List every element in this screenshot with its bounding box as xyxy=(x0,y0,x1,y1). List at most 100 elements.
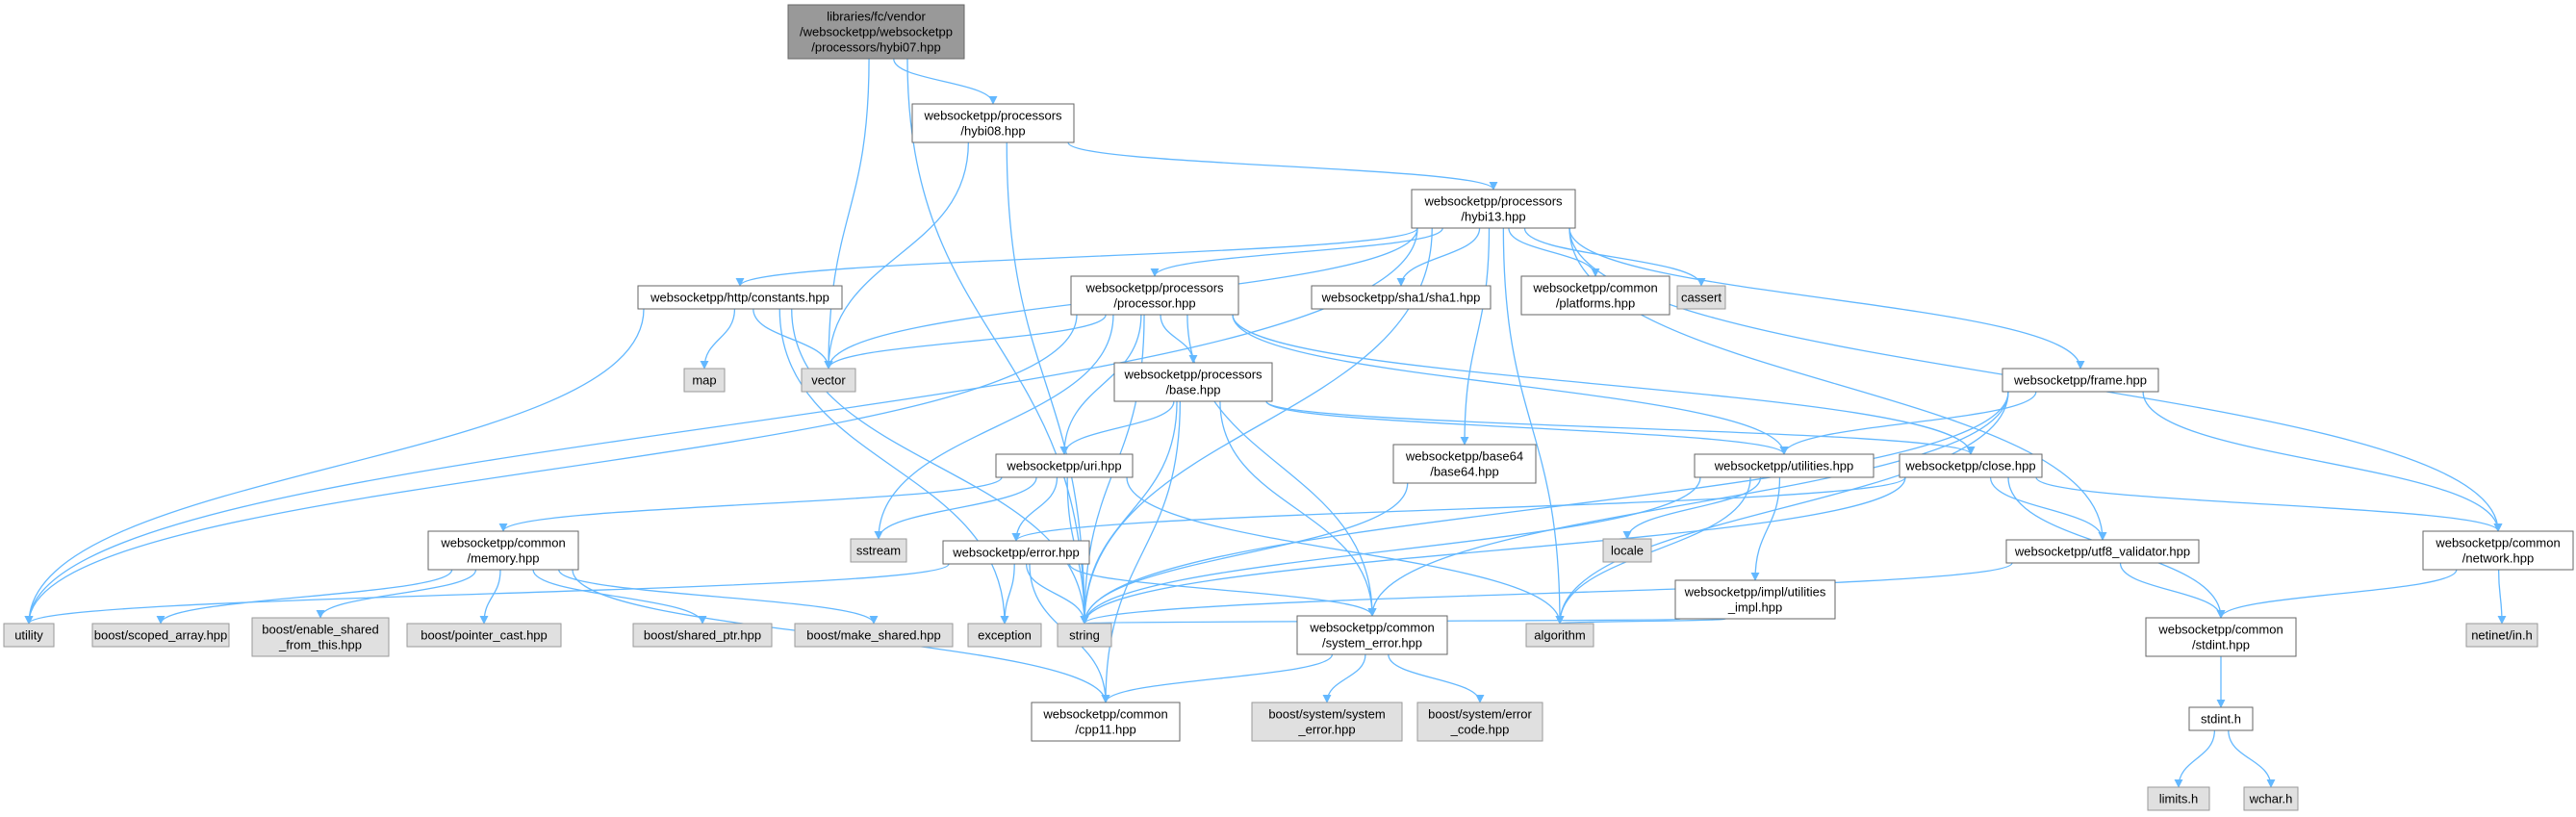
node-platforms[interactable]: websocketpp/common/platforms.hpp xyxy=(1520,275,1671,316)
node-stdint-hpp[interactable]: websocketpp/common/stdint.hpp xyxy=(2145,617,2297,657)
node-label-line: libraries/fc/vendor xyxy=(827,10,926,24)
node-box xyxy=(850,538,907,563)
node-base[interactable]: websocketpp/processors/base.hpp xyxy=(1113,362,1273,402)
edge-memory-to-make_shared xyxy=(558,569,879,625)
node-utilities[interactable]: websocketpp/utilities.hpp xyxy=(1694,453,1875,478)
edge-frame-to-utilities xyxy=(1779,391,2037,455)
node-hybi13[interactable]: websocketpp/processors/hybi13.hpp xyxy=(1411,189,1576,229)
node-boost-system-error: boost/system/system_error.hpp xyxy=(1251,702,1403,742)
node-processor[interactable]: websocketpp/processors/processor.hpp xyxy=(1070,275,1239,316)
node-label-line: websocketpp/utilities.hpp xyxy=(1714,459,1854,473)
node-hybi07[interactable]: libraries/fc/vendor/websocketpp/websocke… xyxy=(787,4,965,60)
node-box xyxy=(2005,539,2200,564)
node-label-line: websocketpp/utf8_validator.hpp xyxy=(2014,545,2190,559)
edge-uri-to-sstream xyxy=(874,476,1037,540)
node-http-constants[interactable]: websocketpp/http/constants.hpp xyxy=(637,285,843,310)
node-stdint-h[interactable]: stdint.h xyxy=(2188,706,2254,731)
node-label-line: boost/system/system xyxy=(1268,707,1385,722)
edge-base-to-uri xyxy=(1059,400,1175,455)
node-error[interactable]: websocketpp/error.hpp xyxy=(942,540,1090,565)
node-box xyxy=(1311,285,1492,310)
edge-hybi13-to-platforms xyxy=(1508,227,1600,277)
node-label-line: /memory.hpp xyxy=(468,551,540,566)
edge-system_error-to-cpp11 xyxy=(1101,653,1334,703)
node-base64[interactable]: websocketpp/base64/base64.hpp xyxy=(1392,444,1537,484)
node-label-line: websocketpp/processors xyxy=(1423,194,1563,209)
edge-network-to-netinet xyxy=(2497,569,2507,625)
edge-close-to-error xyxy=(1011,476,1906,542)
edges-layer xyxy=(24,58,2507,788)
edge-hybi13-to-processor xyxy=(1150,227,1443,277)
node-label-line: string xyxy=(1069,628,1100,643)
node-box xyxy=(406,623,562,648)
node-label-line: boost/make_shared.hpp xyxy=(806,628,940,643)
edge-error-to-system_error xyxy=(1068,563,1377,617)
node-sha1[interactable]: websocketpp/sha1/sha1.hpp xyxy=(1311,285,1492,310)
node-utf8[interactable]: websocketpp/utf8_validator.hpp xyxy=(2005,539,2200,564)
edge-hybi13-to-http_constants xyxy=(735,227,1418,287)
node-hybi08[interactable]: websocketpp/processors/hybi08.hpp xyxy=(911,103,1075,143)
node-label-line: websocketpp/processors xyxy=(1123,368,1262,382)
edge-stdint_h-to-wchar xyxy=(2228,729,2276,788)
edge-hybi07-to-hybi08 xyxy=(893,58,998,105)
edge-hybi07-to-vector xyxy=(824,58,870,370)
node-label-line: websocketpp/common xyxy=(440,536,565,550)
edge-close-to-network xyxy=(2035,476,2503,532)
node-utilities-impl[interactable]: websocketpp/impl/utilities_impl.hpp xyxy=(1674,579,1836,620)
node-label-line: algorithm xyxy=(1534,628,1585,643)
node-frame[interactable]: websocketpp/frame.hpp xyxy=(2002,368,2159,393)
node-box xyxy=(1676,285,1726,310)
node-box xyxy=(801,368,856,393)
node-box xyxy=(1251,702,1403,742)
node-locale: locale xyxy=(1602,538,1652,563)
edge-memory-to-scoped_array xyxy=(156,569,453,625)
node-label-line: websocketpp/processors xyxy=(1084,281,1224,295)
node-box xyxy=(683,368,726,393)
node-box xyxy=(632,623,773,648)
edge-base-to-utilities xyxy=(1265,400,1789,455)
node-label-line: exception xyxy=(978,628,1032,643)
node-label-line: limits.h xyxy=(2159,792,2198,806)
edge-system_error-to-boost_system_error xyxy=(1322,653,1366,703)
node-box xyxy=(637,285,843,310)
node-network[interactable]: websocketpp/common/network.hpp xyxy=(2422,530,2574,571)
edge-utilities-to-utilities_impl xyxy=(1750,476,1781,581)
node-label-line: /system_error.hpp xyxy=(1322,636,1422,651)
node-label-line: netinet/in.h xyxy=(2471,628,2533,643)
edge-base-to-string xyxy=(1080,400,1178,625)
node-label-line: websocketpp/error.hpp xyxy=(952,546,1080,560)
node-string: string xyxy=(1057,623,1112,648)
node-cpp11[interactable]: websocketpp/common/cpp11.hpp xyxy=(1031,702,1181,742)
node-label-line: _code.hpp xyxy=(1450,723,1510,737)
node-system-error[interactable]: websocketpp/common/system_error.hpp xyxy=(1296,615,1448,655)
node-label-line: websocketpp/close.hpp xyxy=(1904,459,2035,473)
node-close[interactable]: websocketpp/close.hpp xyxy=(1899,453,2043,478)
node-box xyxy=(942,540,1090,565)
node-box xyxy=(1416,702,1543,742)
node-uri[interactable]: websocketpp/uri.hpp xyxy=(995,453,1134,478)
node-netinet: netinet/in.h xyxy=(2465,623,2538,648)
node-label-line: websocketpp/common xyxy=(2435,536,2560,550)
node-box xyxy=(1520,275,1671,316)
node-scoped-array: boost/scoped_array.hpp xyxy=(91,623,230,648)
node-box xyxy=(1411,189,1576,229)
node-box xyxy=(3,623,55,648)
node-label-line: websocketpp/common xyxy=(1532,281,1657,295)
node-label-line: /processor.hpp xyxy=(1113,296,1195,311)
node-algorithm: algorithm xyxy=(1525,623,1594,648)
node-label-line: /base64.hpp xyxy=(1430,465,1499,479)
nodes-layer: libraries/fc/vendor/websocketpp/websocke… xyxy=(3,4,2574,811)
edge-memory-to-pointer_cast xyxy=(479,569,501,625)
node-utility: utility xyxy=(3,623,55,648)
edge-utilities-to-algorithm xyxy=(1555,476,1751,625)
edge-network-to-stdint_hpp xyxy=(2216,569,2458,619)
node-box xyxy=(1057,623,1112,648)
edge-base64-to-string xyxy=(1080,482,1409,625)
node-label-line: boost/enable_shared xyxy=(262,623,378,637)
node-label-line: _impl.hpp xyxy=(1727,600,1782,615)
node-map: map xyxy=(683,368,726,393)
node-memory[interactable]: websocketpp/common/memory.hpp xyxy=(427,530,579,571)
node-box xyxy=(1899,453,2043,478)
edge-frame-to-algorithm xyxy=(1555,391,2009,625)
edge-processor-to-close xyxy=(1232,314,1976,455)
